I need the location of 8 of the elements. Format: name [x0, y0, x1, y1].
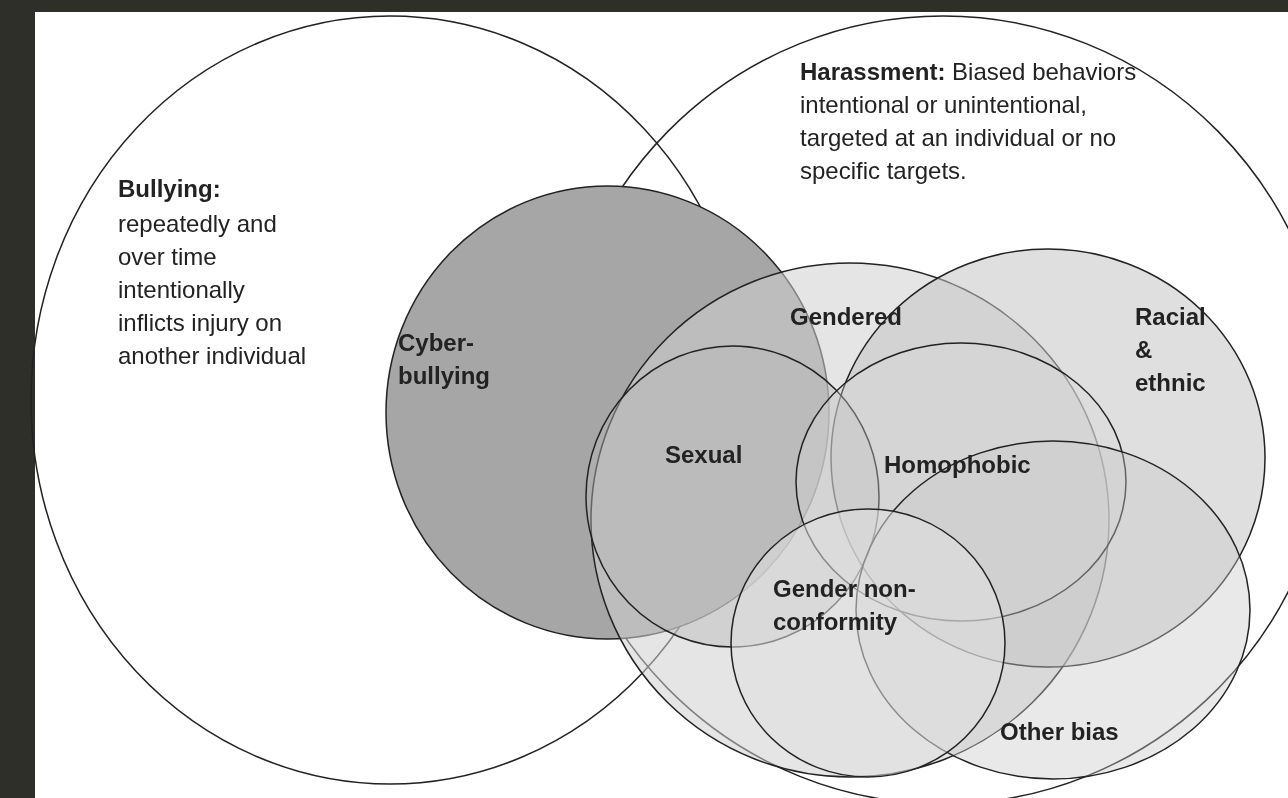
category-label: Sexual — [665, 440, 744, 470]
category-label: Gender non-conformity — [773, 574, 917, 637]
category-label: Bullying: — [118, 174, 222, 204]
definition-text: repeatedly and over time intentionally inflicts injury on another individual — [118, 209, 308, 371]
category-label: Cyber-bullying — [398, 328, 491, 391]
category-label: Other bias — [1000, 717, 1120, 747]
definition-text: Harassment: Biased behaviors intentional or unintentional, targeted at an individual or no specific targets. — [800, 57, 1138, 186]
category-label: Racial & ethnic — [1135, 302, 1207, 398]
